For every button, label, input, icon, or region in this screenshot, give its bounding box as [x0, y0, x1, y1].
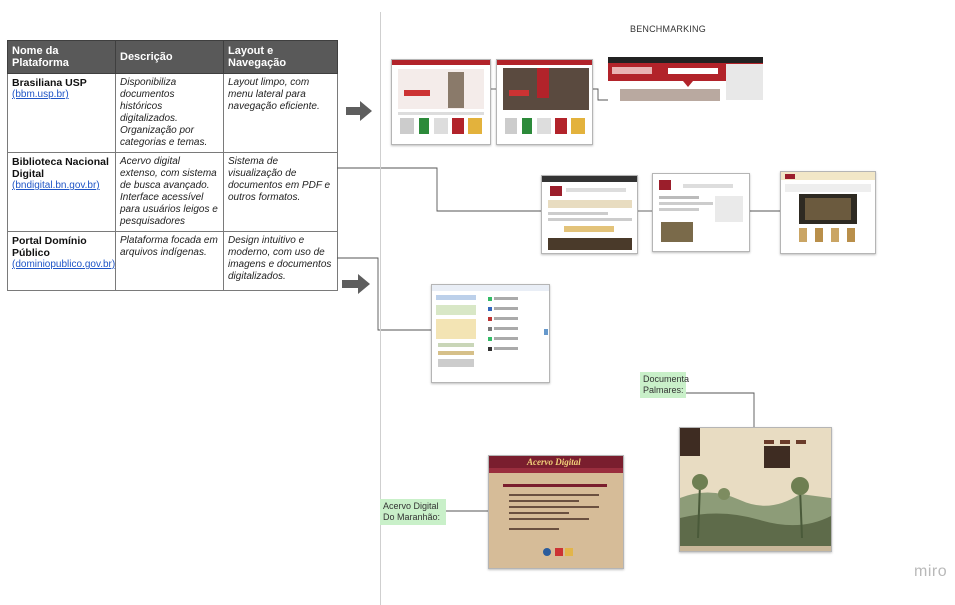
platform-link[interactable]: (dominiopublico.gov.br) — [12, 259, 116, 270]
bn-page-preview-icon — [781, 172, 875, 242]
platform-name: Biblioteca Nacional Digital — [12, 156, 109, 180]
miro-logo: miro — [914, 563, 948, 580]
screenshot-thumbnail-acervo-digital[interactable]: Acervo Digital — [488, 455, 624, 569]
platform-name: Brasiliana USP — [12, 77, 87, 89]
comparison-table: Nome da Plataforma Descrição Layout e Na… — [7, 40, 338, 291]
screenshot-thumbnail-usp-2[interactable] — [496, 59, 593, 145]
connector-line — [680, 392, 755, 427]
bn-page-preview-icon — [542, 176, 637, 250]
header-description: Descrição — [115, 40, 224, 74]
acervo-page-preview-icon — [489, 456, 623, 556]
platform-cell: Portal Domínio Público (dominiopublico.g… — [7, 231, 116, 291]
connector-line — [337, 167, 541, 212]
screenshot-thumbnail-usp-1[interactable] — [391, 59, 491, 145]
connector-line — [591, 88, 608, 101]
header-platform-name: Nome da Plataforma — [7, 40, 116, 74]
layout-cell: Sistema de visualização de documentos em… — [223, 152, 338, 232]
acervo-site-title: Acervo Digital — [527, 457, 581, 467]
screenshot-thumbnail-bn-2[interactable] — [652, 173, 750, 252]
screenshot-thumbnail-dominio-publico[interactable] — [431, 284, 550, 383]
bn-page-preview-icon — [659, 180, 743, 242]
platform-link[interactable]: (bbm.usp.br) — [12, 89, 69, 100]
layout-cell: Layout limpo, com menu lateral para nave… — [223, 73, 338, 153]
table-row: Biblioteca Nacional Digital (bndigital.b… — [7, 152, 338, 232]
palmares-page-preview-icon — [680, 428, 831, 551]
sticky-note-maranhao[interactable]: Acervo Digital Do Maranhão: — [380, 499, 446, 525]
comparison-table-container: Nome da Plataforma Descrição Layout e Na… — [7, 40, 338, 291]
board-title: BENCHMARKING — [630, 24, 706, 34]
table-row: Portal Domínio Público (dominiopublico.g… — [7, 231, 338, 291]
table-row: Brasiliana USP (bbm.usp.br) Disponibiliz… — [7, 73, 338, 153]
layout-cell: Design intuitivo e moderno, com uso de i… — [223, 231, 338, 291]
description-cell: Disponibiliza documentos históricos digi… — [115, 73, 224, 153]
screenshot-thumbnail-bn-3[interactable] — [780, 171, 876, 254]
usp-page-preview-icon — [392, 60, 490, 134]
platform-name: Portal Domínio Público — [12, 235, 87, 259]
arrow-right-icon — [346, 101, 372, 121]
platform-cell: Biblioteca Nacional Digital (bndigital.b… — [7, 152, 116, 232]
usp-page-preview-icon — [608, 57, 763, 101]
screenshot-thumbnail-documenta-palmares[interactable] — [679, 427, 832, 552]
platform-cell: Brasiliana USP (bbm.usp.br) — [7, 73, 116, 153]
sticky-note-palmares[interactable]: Documenta Palmares: — [640, 372, 689, 398]
arrow-right-icon — [342, 274, 370, 294]
usp-page-preview-icon — [497, 60, 592, 134]
connector-line — [337, 257, 431, 331]
description-cell: Acervo digital extenso, com sistema de b… — [115, 152, 224, 232]
dominio-page-preview-icon — [432, 285, 549, 367]
header-layout: Layout e Navegação — [223, 40, 338, 74]
table-header-row: Nome da Plataforma Descrição Layout e Na… — [7, 40, 338, 74]
board-edge — [380, 12, 381, 605]
screenshot-thumbnail-bn-1[interactable] — [541, 175, 638, 254]
screenshot-thumbnail-usp-3[interactable] — [608, 57, 763, 104]
platform-link[interactable]: (bndigital.bn.gov.br) — [12, 180, 100, 191]
